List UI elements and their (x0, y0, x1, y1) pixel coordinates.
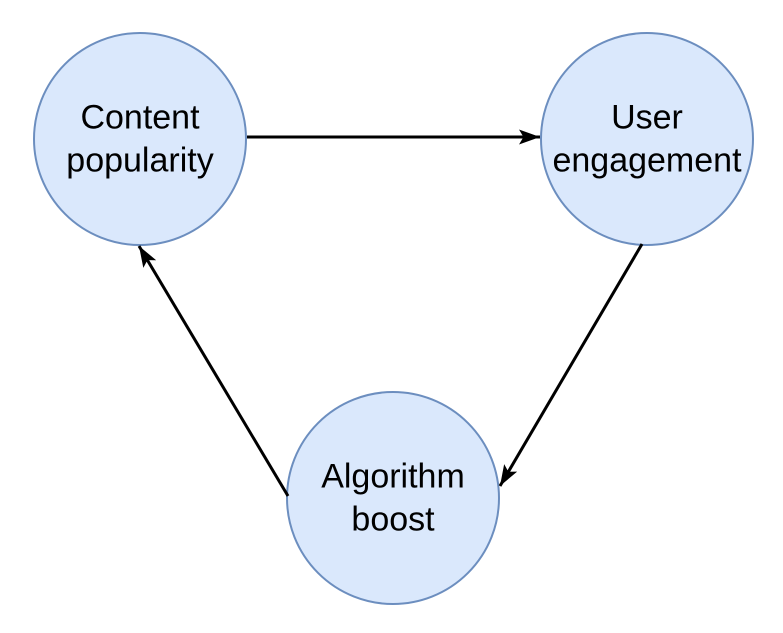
node-algorithm-boost (286, 391, 500, 605)
node-user-engagement (540, 32, 754, 246)
node-content-popularity (33, 32, 247, 246)
edge-user-engagement-to-algorithm-boost (498, 243, 644, 487)
edge-algorithm-boost-to-content-popularity (137, 245, 290, 497)
